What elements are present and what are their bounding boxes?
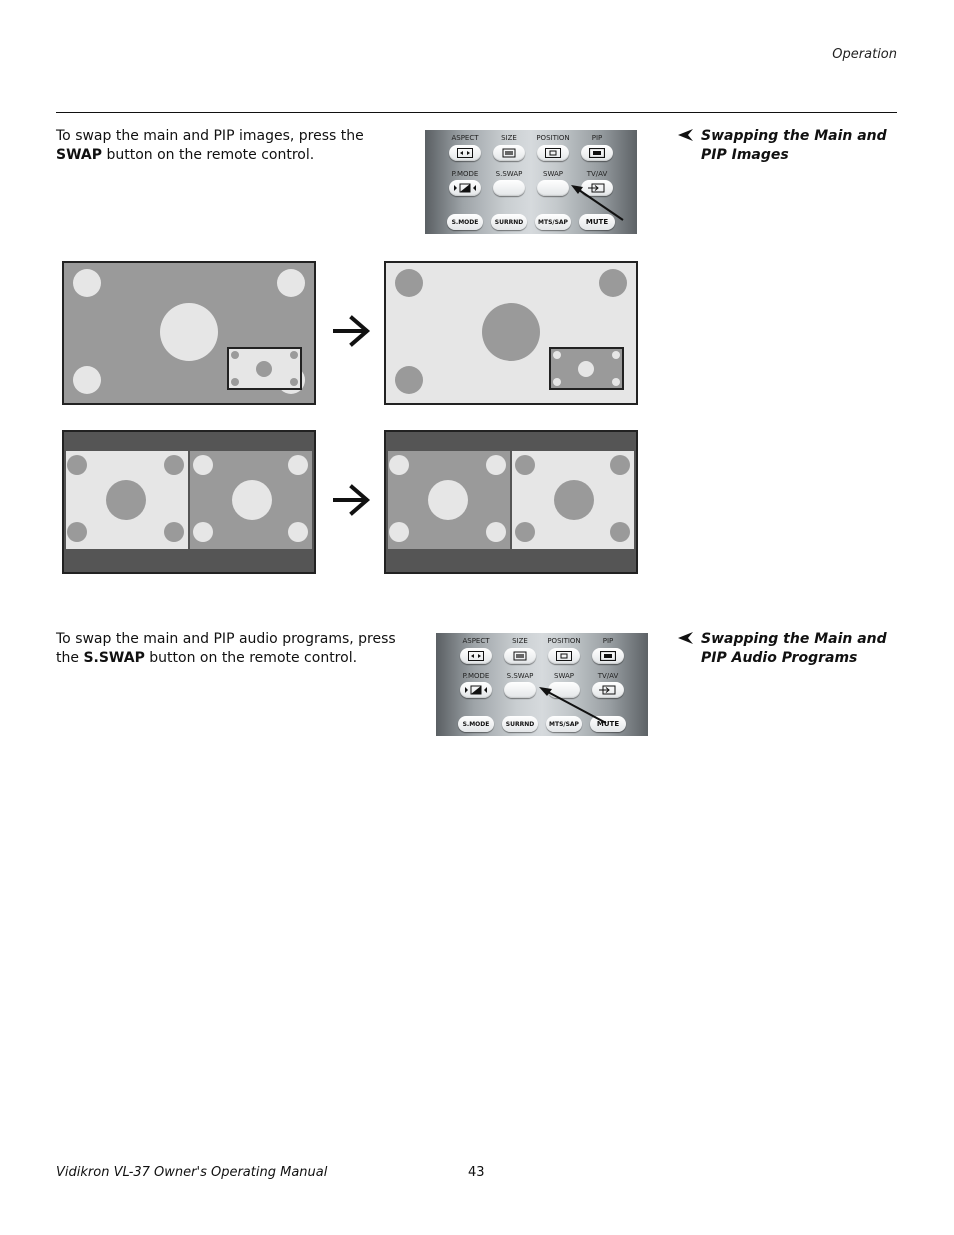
pip-after-screen	[384, 261, 638, 405]
pmode-button[interactable]	[460, 682, 492, 698]
size-label: SIZE	[501, 134, 517, 142]
swap-button[interactable]	[537, 180, 569, 196]
swap-key-name: SWAP	[56, 147, 102, 163]
smode-button[interactable]: S.MODE	[458, 716, 494, 732]
sswap-label: S.SWAP	[506, 672, 534, 680]
swap-images-intro: To swap the main and PIP images, press t…	[56, 128, 364, 144]
pop-before-image	[64, 432, 314, 572]
page-number: 43	[468, 1165, 485, 1180]
aspect-button[interactable]	[460, 648, 492, 664]
sswap-button[interactable]	[493, 180, 525, 196]
footer-manual-title: Vidikron VL-37 Owner's Operating Manual	[56, 1165, 328, 1180]
swap-audio-instructions: To swap the main and PIP audio programs,…	[56, 630, 416, 668]
section-marker-icon	[678, 129, 693, 141]
running-header: Operation	[832, 47, 897, 62]
pmode-label: P.MODE	[462, 672, 490, 680]
surround-button[interactable]: SURRND	[502, 716, 538, 732]
pointer-arrow-icon	[539, 687, 607, 724]
position-button[interactable]	[537, 145, 569, 161]
pip-before-image	[64, 263, 314, 403]
swap-label: SWAP	[554, 672, 574, 680]
pointer-arrow-icon	[571, 185, 624, 221]
size-icon	[513, 651, 527, 661]
picture-mode-icon	[454, 183, 476, 193]
pip-label: PIP	[602, 637, 614, 645]
aspect-button[interactable]	[449, 145, 481, 161]
size-icon	[502, 148, 516, 158]
pop-before-screen	[62, 430, 316, 574]
swap-images-outro: button on the remote control.	[106, 147, 315, 163]
swap-audio-intro: To swap the main and PIP audio programs,…	[56, 631, 396, 666]
aspect-icon	[457, 148, 473, 158]
pip-after-image	[386, 263, 636, 403]
mts-sap-button[interactable]: MTS/SAP	[535, 214, 571, 230]
remote-sswap-illustration: ASPECT SIZE POSITION PIP P.MODE S.SWAP S…	[436, 633, 648, 736]
arrow-right-icon-2	[333, 484, 371, 516]
tvav-button[interactable]	[592, 682, 624, 698]
position-label: POSITION	[547, 637, 581, 645]
input-source-icon	[588, 183, 605, 193]
arrow-right-icon	[333, 315, 371, 347]
surround-button[interactable]: SURRND	[491, 214, 527, 230]
sswap-label: S.SWAP	[495, 170, 523, 178]
tvav-label: TV/AV	[597, 672, 619, 680]
size-button[interactable]	[493, 145, 525, 161]
pip-label: PIP	[591, 134, 603, 142]
section-marker-icon	[678, 632, 693, 644]
swap-label: SWAP	[543, 170, 563, 178]
mute-button[interactable]: MUTE	[579, 214, 615, 230]
aspect-label: ASPECT	[451, 134, 479, 142]
position-button[interactable]	[548, 648, 580, 664]
tvav-button[interactable]	[581, 180, 613, 196]
position-icon	[545, 148, 561, 158]
aspect-label: ASPECT	[462, 637, 490, 645]
pip-icon	[589, 148, 605, 158]
aspect-icon	[468, 651, 484, 661]
size-button[interactable]	[504, 648, 536, 664]
picture-mode-icon	[465, 685, 487, 695]
swap-button[interactable]	[548, 682, 580, 698]
pmode-label: P.MODE	[451, 170, 479, 178]
sswap-button[interactable]	[504, 682, 536, 698]
input-source-icon	[599, 685, 616, 695]
sswap-key-name: S.SWAP	[83, 650, 145, 666]
pip-button[interactable]	[581, 145, 613, 161]
position-label: POSITION	[536, 134, 570, 142]
swap-audio-outro: button on the remote control.	[149, 650, 358, 666]
smode-button[interactable]: S.MODE	[447, 214, 483, 230]
position-icon	[556, 651, 572, 661]
mts-sap-button[interactable]: MTS/SAP	[546, 716, 582, 732]
pop-after-image	[386, 432, 636, 572]
pip-before-screen	[62, 261, 316, 405]
size-label: SIZE	[512, 637, 528, 645]
header-rule	[56, 112, 897, 113]
swap-images-instructions: To swap the main and PIP images, press t…	[56, 127, 401, 165]
pip-button[interactable]	[592, 648, 624, 664]
pmode-button[interactable]	[449, 180, 481, 196]
pip-icon	[600, 651, 616, 661]
remote-swap-illustration: ASPECT SIZE POSITION PIP P.MODE S.SWAP S…	[425, 130, 637, 234]
pop-after-screen	[384, 430, 638, 574]
tvav-label: TV/AV	[586, 170, 608, 178]
